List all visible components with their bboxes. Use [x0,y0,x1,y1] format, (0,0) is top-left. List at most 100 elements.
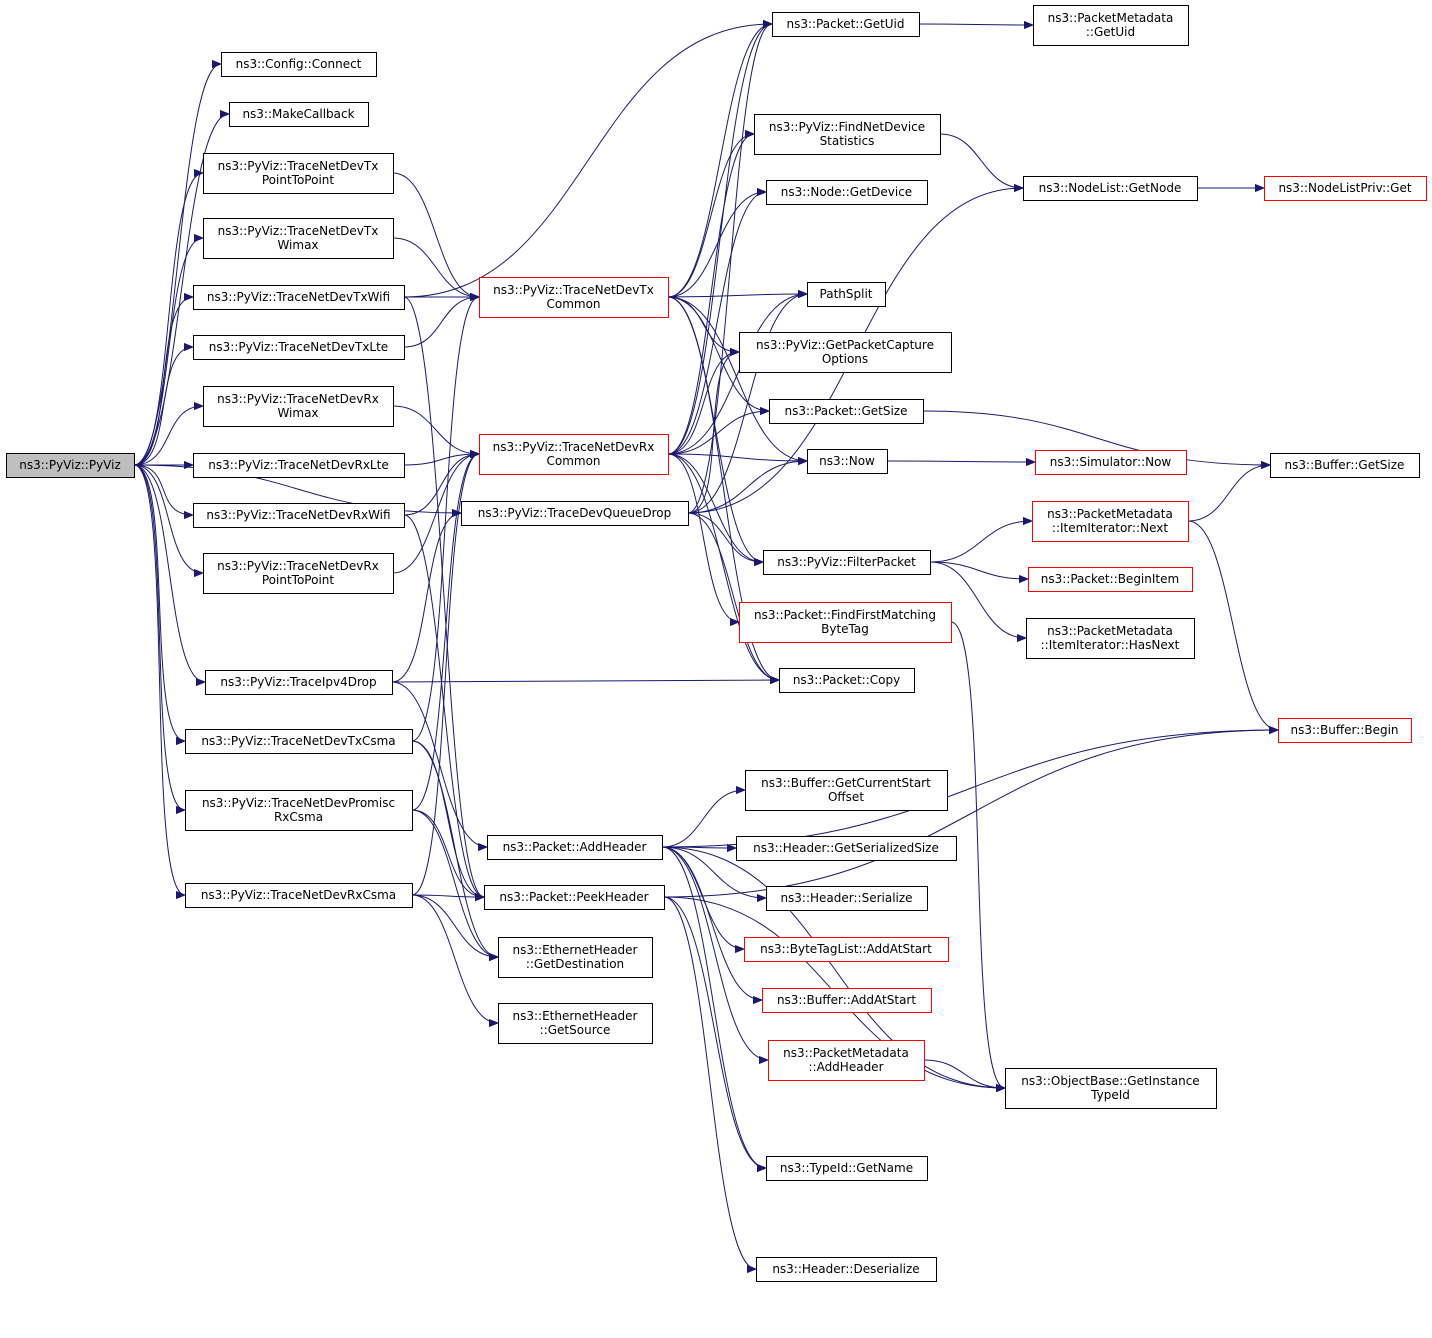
node-ipv4-drop[interactable]: ns3::PyViz::TraceIpv4Drop [205,670,393,695]
node-box [754,114,941,155]
node-box [1264,176,1427,201]
node-label: PointToPoint [262,573,335,587]
edge-tx-p2p-to-tx-common [392,172,479,297]
node-box [768,1040,925,1081]
node-nodelistpriv-get[interactable]: ns3::NodeListPriv::Get [1264,176,1427,201]
edge-rx-common-to-find-netdev-stats [667,134,755,455]
node-label: ::GetSource [540,1023,611,1037]
node-serialize[interactable]: ns3::Header::Serialize [766,886,928,911]
node-box [1023,176,1198,201]
node-add-header[interactable]: ns3::Packet::AddHeader [487,835,663,860]
node-iter-has-next[interactable]: ns3::PacketMetadata::ItemIterator::HasNe… [1026,618,1195,659]
node-box [484,885,665,910]
node-pyviz[interactable]: ns3::PyViz::PyViz [6,453,135,478]
node-box [1033,5,1189,46]
node-box [766,886,928,911]
node-label: ns3::Now [819,454,875,468]
node-ser-size[interactable]: ns3::Header::GetSerializedSize [736,836,957,861]
node-label: ns3::Packet::Copy [793,673,900,687]
node-iter-next[interactable]: ns3::PacketMetadata::ItemIterator::Next [1032,501,1189,542]
edge-filter-packet-to-iter-next [929,521,1032,563]
node-buffer-get-size[interactable]: ns3::Buffer::GetSize [1270,453,1420,478]
node-eth-dest[interactable]: ns3::EthernetHeader::GetDestination [498,937,653,978]
node-box [807,282,886,307]
node-get-uid[interactable]: ns3::Packet::GetUid [772,12,920,37]
node-tx-csma[interactable]: ns3::PyViz::TraceNetDevTxCsma [185,729,413,754]
node-box [479,434,669,475]
node-filter-packet[interactable]: ns3::PyViz::FilterPacket [763,550,931,575]
node-config-connect[interactable]: ns3::Config::Connect [221,52,377,77]
node-eth-src[interactable]: ns3::EthernetHeader::GetSource [498,1003,653,1044]
edge-rx-common-to-now [667,453,807,461]
node-box [203,386,394,427]
edge-rx-common-to-get-size [667,411,769,455]
node-now[interactable]: ns3::Now [807,449,888,474]
node-label: ns3::NodeListPriv::Get [1278,181,1411,195]
node-label: ns3::Buffer::Begin [1290,723,1398,737]
edge-rx-common-to-node-get-device [667,192,766,455]
node-label: ns3::Simulator::Now [1050,455,1172,469]
node-queue-drop[interactable]: ns3::PyViz::TraceDevQueueDrop [461,501,689,526]
node-label: ns3::NodeList::GetNode [1039,181,1182,195]
node-peek-header[interactable]: ns3::Packet::PeekHeader [484,885,665,910]
edge-rx-lte-to-rx-common [403,454,479,466]
node-pm-add-header[interactable]: ns3::PacketMetadata::AddHeader [768,1040,925,1081]
node-tx-wifi[interactable]: ns3::PyViz::TraceNetDevTxWifi [193,285,405,310]
node-label: ns3::Node::GetDevice [781,185,912,199]
node-label: ns3::PyViz::TraceNetDevRxCsma [201,888,396,902]
node-copy[interactable]: ns3::Packet::Copy [779,668,915,693]
edge-queue-drop-to-capture-options [687,352,739,514]
node-deserialize[interactable]: ns3::Header::Deserialize [756,1257,937,1282]
node-rx-lte[interactable]: ns3::PyViz::TraceNetDevRxLte [193,453,405,478]
node-buffer-add[interactable]: ns3::Buffer::AddAtStart [762,988,932,1013]
node-nodelist-get[interactable]: ns3::NodeList::GetNode [1023,176,1198,201]
node-box [6,453,135,478]
node-box [807,449,888,474]
edge-promisc-csma-to-eth-dest [411,809,498,957]
node-label: ns3::PyViz::TraceNetDevTx [218,224,379,238]
node-box [1278,718,1412,743]
node-pm-get-uid[interactable]: ns3::PacketMetadata::GetUid [1033,5,1189,46]
node-buffer-begin[interactable]: ns3::Buffer::Begin [1278,718,1412,743]
edge-tx-lte-to-tx-common [403,297,479,348]
node-label: ByteTag [821,622,869,636]
node-node-get-device[interactable]: ns3::Node::GetDevice [766,180,928,205]
node-label: ns3::PyViz::FilterPacket [777,555,916,569]
node-label: ns3::Header::Serialize [780,891,912,905]
edge-rx-common-to-capture-options [667,352,739,455]
node-path-split[interactable]: PathSplit [807,282,886,307]
node-begin-item[interactable]: ns3::Packet::BeginItem [1028,567,1193,592]
node-label: ns3::Header::GetSerializedSize [753,841,939,855]
node-box [185,729,413,754]
node-get-size[interactable]: ns3::Packet::GetSize [769,399,924,424]
node-label: ns3::PyViz::TraceNetDevTx [218,159,379,173]
node-label: ns3::Packet::PeekHeader [499,890,648,904]
node-rx-wifi[interactable]: ns3::PyViz::TraceNetDevRxWifi [193,503,405,528]
edge-tx-csma-to-tx-common [411,297,480,742]
node-bytetag-add[interactable]: ns3::ByteTagList::AddAtStart [744,937,949,962]
node-rx-csma[interactable]: ns3::PyViz::TraceNetDevRxCsma [185,883,413,908]
edge-iter-next-to-buffer-get-size [1187,465,1270,522]
edge-rx-csma-to-eth-src [411,894,498,1023]
edge-tx-common-to-get-uid [667,24,772,298]
edge-iter-next-to-buffer-begin [1187,520,1278,730]
edge-pyviz-to-tx-lte [133,347,193,466]
node-sim-now[interactable]: ns3::Simulator::Now [1035,450,1187,475]
node-tx-lte[interactable]: ns3::PyViz::TraceNetDevTxLte [193,335,405,360]
node-box [766,1156,928,1181]
node-make-callback[interactable]: ns3::MakeCallback [229,102,369,127]
node-typeid-name[interactable]: ns3::TypeId::GetName [766,1156,928,1181]
node-label: RxCsma [274,810,323,824]
